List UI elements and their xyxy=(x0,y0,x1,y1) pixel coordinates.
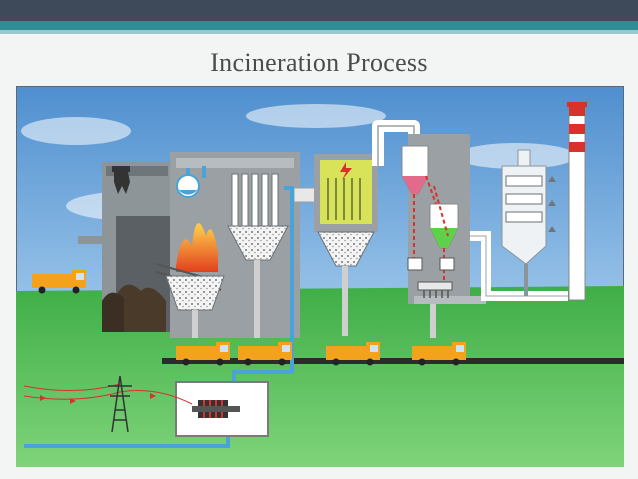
header-stripe-light xyxy=(0,30,638,34)
header-stripe xyxy=(0,21,638,30)
scrubber-unit xyxy=(401,134,486,338)
truck-icon xyxy=(32,270,86,294)
chimney-icon xyxy=(567,102,587,301)
fire-icon xyxy=(176,223,218,272)
header-bar xyxy=(0,0,638,21)
truck-icon xyxy=(412,342,466,366)
slide-title: Incineration Process xyxy=(210,48,428,77)
lightning-icon xyxy=(340,162,352,180)
crane-claw-icon xyxy=(112,166,130,194)
power-line-markers xyxy=(40,393,156,404)
truck-icon xyxy=(238,342,292,366)
steam-pipe xyxy=(202,166,294,394)
incineration-diagram xyxy=(16,86,624,467)
waste-bunker xyxy=(78,162,172,332)
road xyxy=(162,358,624,364)
electrostatic-precipitator xyxy=(314,154,378,336)
truck-icon xyxy=(326,342,380,366)
truck-icon xyxy=(176,342,230,366)
transmission-tower-icon xyxy=(108,375,132,433)
denox-tower xyxy=(501,149,556,296)
steam-drum xyxy=(176,168,200,198)
generator-icon xyxy=(175,381,269,437)
flue-duct xyxy=(293,187,317,203)
furnace-boiler xyxy=(155,152,300,338)
